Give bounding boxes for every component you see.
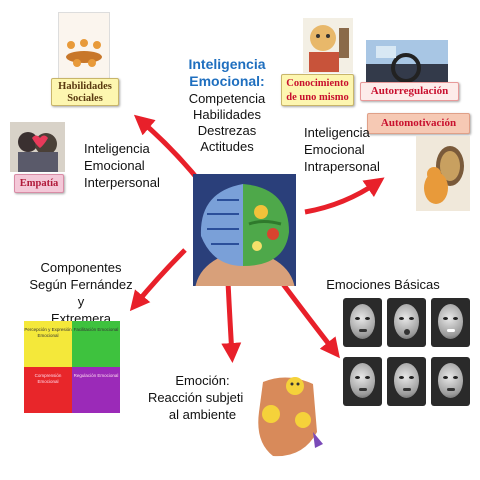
emotion-line: al ambiente xyxy=(168,407,237,422)
empathy-image xyxy=(10,122,65,172)
quadrant-label: Facilitación Emocional xyxy=(73,327,119,332)
components-text: Componentes Según Fernández y Extremera xyxy=(26,259,136,327)
face-fear xyxy=(387,357,426,406)
arrow-to-basic-emotions xyxy=(278,278,340,359)
emotion-line: Emoción: xyxy=(175,373,230,388)
face-sadness xyxy=(431,357,470,406)
quadrant-regulation: Regulación Emocional xyxy=(72,367,120,413)
emotion-body-image xyxy=(243,372,331,458)
center-item: Destrezas xyxy=(197,123,257,138)
face-anger xyxy=(343,298,382,347)
quadrant-label: Percepción y Expresión Emocional xyxy=(24,327,72,338)
tag-empatia: Empatía xyxy=(14,174,64,193)
face-disgust xyxy=(343,357,382,406)
intrapersonal-line: Inteligencia xyxy=(304,125,370,140)
tag-conocimiento: Conocimiento de uno mismo xyxy=(281,74,354,106)
quadrant-label: Comprensión Emocional xyxy=(34,373,62,384)
intrapersonal-line: Emocional xyxy=(304,142,365,157)
tag-automotivacion: Automotivación xyxy=(367,113,470,134)
arrow-to-intrapersonal xyxy=(304,177,385,215)
emotion-line: Reacción subjetiva xyxy=(147,390,258,405)
tag-conocimiento-line2: de uno mismo xyxy=(286,92,349,103)
face-surprise xyxy=(387,298,426,347)
center-items: Competencia Habilidades Destrezas Actitu… xyxy=(172,91,282,155)
interpersonal-text: Inteligencia Emocional Interpersonal xyxy=(84,140,194,191)
quadrant-perception: Percepción y Expresión Emocional xyxy=(24,321,72,367)
components-quadrant-grid: Percepción y Expresión Emocional Facilit… xyxy=(24,321,120,413)
interpersonal-line: Interpersonal xyxy=(84,175,160,190)
center-title-line1: Inteligencia xyxy=(188,56,266,72)
meeting-image xyxy=(58,12,110,79)
intrapersonal-text: Inteligencia Emocional Intrapersonal xyxy=(304,124,404,175)
components-line: Según Fernández y xyxy=(29,277,133,309)
tag-autorregulacion: Autorregulación xyxy=(360,82,459,101)
interpersonal-line: Inteligencia xyxy=(84,141,150,156)
quadrant-facilitation: Facilitación Emocional xyxy=(72,321,120,367)
center-title-line2: Emocional: xyxy=(189,73,265,89)
tag-habilidades-sociales: Habilidades Sociales xyxy=(51,78,119,106)
basic-emotions-faces xyxy=(343,298,470,408)
arrow-to-components xyxy=(129,248,187,312)
tag-habilidades-sociales-line1: Habilidades xyxy=(58,81,112,92)
cat-mirror-image xyxy=(416,136,470,211)
brain-image xyxy=(193,174,296,286)
tag-conocimiento-line1: Conocimiento xyxy=(286,78,349,89)
center-item: Actitudes xyxy=(200,139,254,154)
center-item: Competencia xyxy=(188,91,266,106)
center-item: Habilidades xyxy=(193,107,261,122)
quadrant-label: Regulación Emocional xyxy=(73,373,119,378)
quadrant-comprehension: Comprensión Emocional xyxy=(24,367,72,413)
interpersonal-line: Emocional xyxy=(84,158,145,173)
car-dashboard-image xyxy=(366,40,448,82)
tag-habilidades-sociales-line2: Sociales xyxy=(67,93,103,104)
intrapersonal-line: Intrapersonal xyxy=(304,159,380,174)
center-title: Inteligencia Emocional: xyxy=(172,56,282,90)
face-happiness xyxy=(431,298,470,347)
self-knowledge-image xyxy=(303,18,353,73)
components-line: Componentes xyxy=(40,260,122,275)
emotion-text: Emoción: Reacción subjetiva al ambiente xyxy=(145,372,260,423)
basic-emotions-label: Emociones Básicas xyxy=(326,277,440,292)
arrow-to-emotion xyxy=(221,281,242,363)
